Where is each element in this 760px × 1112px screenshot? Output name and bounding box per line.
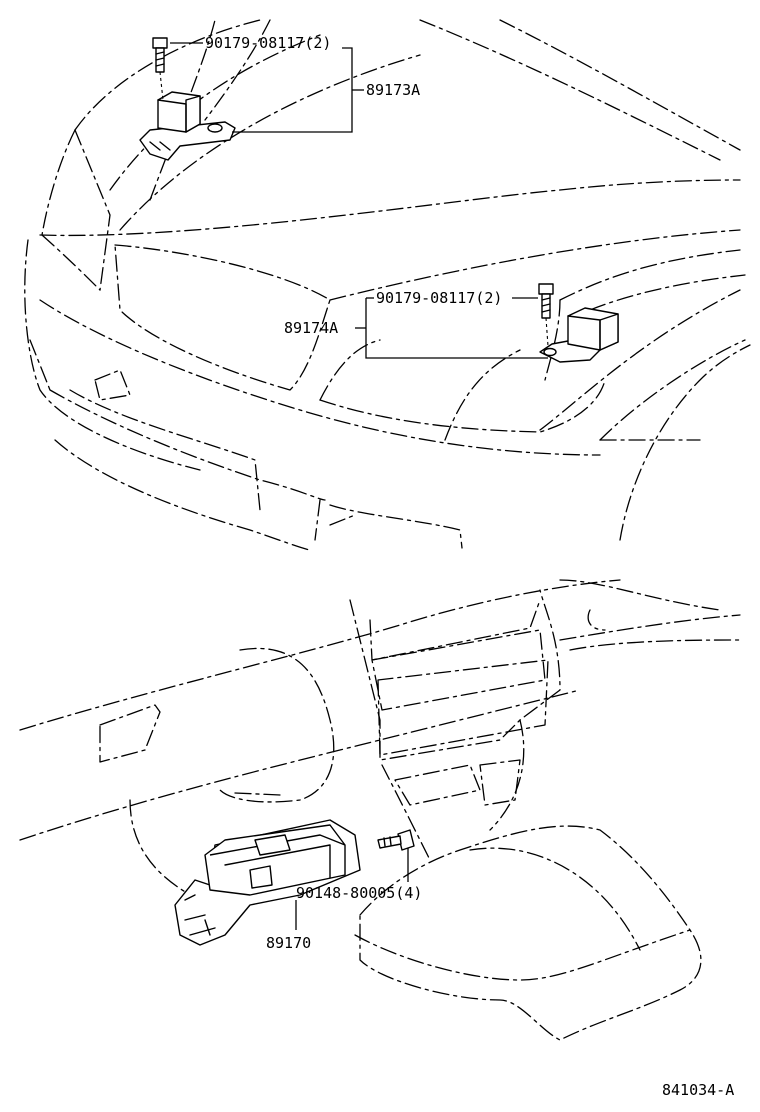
callout-bolt-middle: 90179-08117(2) (376, 289, 502, 307)
bolt-icon (152, 37, 168, 101)
callout-sensor-right: 89174A (284, 319, 338, 337)
bolt-icon (377, 829, 415, 851)
callout-sensor-left: 89173A (366, 81, 420, 99)
front-airbag-sensor-icon (139, 91, 236, 161)
callout-airbag-ecu: 89170 (266, 934, 311, 952)
diagram-id: 841034-A (662, 1081, 734, 1099)
center-airbag-sensor-ecu-icon (174, 819, 361, 946)
bolt-icon (538, 283, 554, 347)
vehicle-front-outline (24, 19, 751, 551)
airbag-sensor-assembly-icon (539, 307, 619, 363)
callout-bolt-upper: 90179-08117(2) (205, 34, 331, 52)
callout-bolt-lower: 90148-80005(4) (296, 884, 422, 902)
vehicle-interior-outline (19, 579, 741, 1041)
